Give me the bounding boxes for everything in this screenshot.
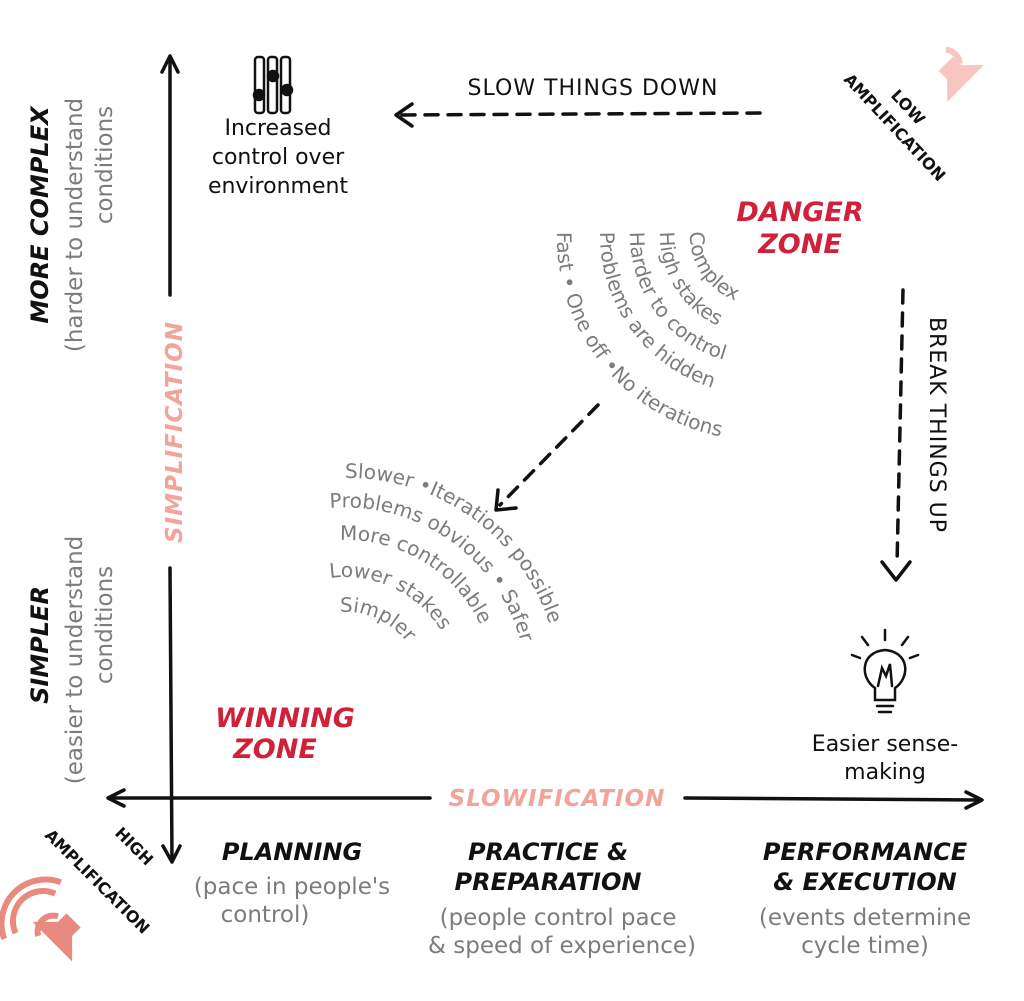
low-amp-line2: AMPLIFICATION <box>840 70 949 185</box>
arrow-down-left-icon <box>494 488 518 512</box>
vertical-axis: SIMPLIFICATION <box>160 54 188 864</box>
sliders-icon <box>252 55 294 115</box>
control-line3: environment <box>208 174 348 199</box>
more-complex-label: MORE COMPLEX (harder to understand condi… <box>26 98 118 352</box>
control-line1: Increased <box>224 116 331 141</box>
simpler-label: SIMPLER (easier to understand conditions <box>26 536 118 785</box>
lightbulb-icon <box>850 628 920 714</box>
practice-title1: PRACTICE & <box>468 838 628 866</box>
more-complex-line1: (harder to understand <box>62 98 88 352</box>
simpler-line1: (easier to understand <box>62 536 88 785</box>
danger-zone-title-line2: ZONE <box>757 229 842 260</box>
performance-title1: PERFORMANCE <box>763 838 968 866</box>
break-up-dashed-arrow <box>895 288 905 567</box>
arrow-down-icon <box>161 844 182 864</box>
practice-title2: PREPARATION <box>455 868 642 896</box>
control-label: Increased control over environment <box>208 116 348 199</box>
practice-line2: & speed of experience) <box>428 933 696 959</box>
practice-line1: (people control pace <box>440 905 677 931</box>
planning-line2: control) <box>221 902 310 928</box>
control-line2: control over <box>212 145 345 170</box>
sense-making-line2: making <box>844 760 926 785</box>
performance-line2: cycle time) <box>801 933 929 959</box>
simplification-label: SIMPLIFICATION <box>162 321 188 543</box>
horizontal-axis: SLOWIFICATION <box>106 786 984 812</box>
slowification-label: SLOWIFICATION <box>449 786 666 812</box>
planning-line1: (pace in people's <box>194 874 390 900</box>
planning-column: PLANNING (pace in people's control) <box>194 838 390 928</box>
arrow-right-icon <box>964 790 984 810</box>
high-amp-line1: HIGH <box>111 823 157 869</box>
winning-zone-title-line2: ZONE <box>232 734 317 765</box>
more-complex-line2: conditions <box>92 106 118 224</box>
performance-line1: (events determine <box>759 905 971 931</box>
planning-title: PLANNING <box>222 838 362 866</box>
performance-column: PERFORMANCE & EXECUTION (events determin… <box>759 838 971 959</box>
axis-line-right <box>683 796 982 802</box>
danger-to-winning-dashed-arrow <box>498 403 600 507</box>
speaker-quiet-icon <box>938 46 984 102</box>
more-complex-title: MORE COMPLEX <box>26 105 54 324</box>
slow-down-dashed-arrow <box>398 111 762 117</box>
speaker-loud-icon <box>0 876 81 962</box>
axis-line-bottom <box>168 566 174 862</box>
low-amplification-label: LOW AMPLIFICATION <box>840 70 949 185</box>
danger-zone-traits: Complex High stakes Harder to control Pr… <box>552 231 744 442</box>
simpler-line2: conditions <box>92 566 118 684</box>
performance-title2: & EXECUTION <box>773 868 956 896</box>
winning-zone-traits: Slower •Iterations possible Problems obv… <box>328 459 567 646</box>
arrow-down-icon <box>880 560 912 582</box>
arrow-up-icon <box>160 54 180 74</box>
winning-zone-title-line1: WINNING <box>215 703 355 734</box>
slow-things-down-label: SLOW THINGS DOWN <box>468 76 719 101</box>
arrow-left-icon <box>394 102 414 128</box>
danger-zone-title-line1: DANGER <box>736 197 863 228</box>
break-things-up-label: BREAK THINGS UP <box>924 317 949 533</box>
practice-column: PRACTICE & PREPARATION (people control p… <box>428 838 696 959</box>
simpler-title: SIMPLER <box>26 586 54 704</box>
arrow-left-icon <box>106 788 126 808</box>
sense-making-line1: Easier sense- <box>812 732 958 757</box>
